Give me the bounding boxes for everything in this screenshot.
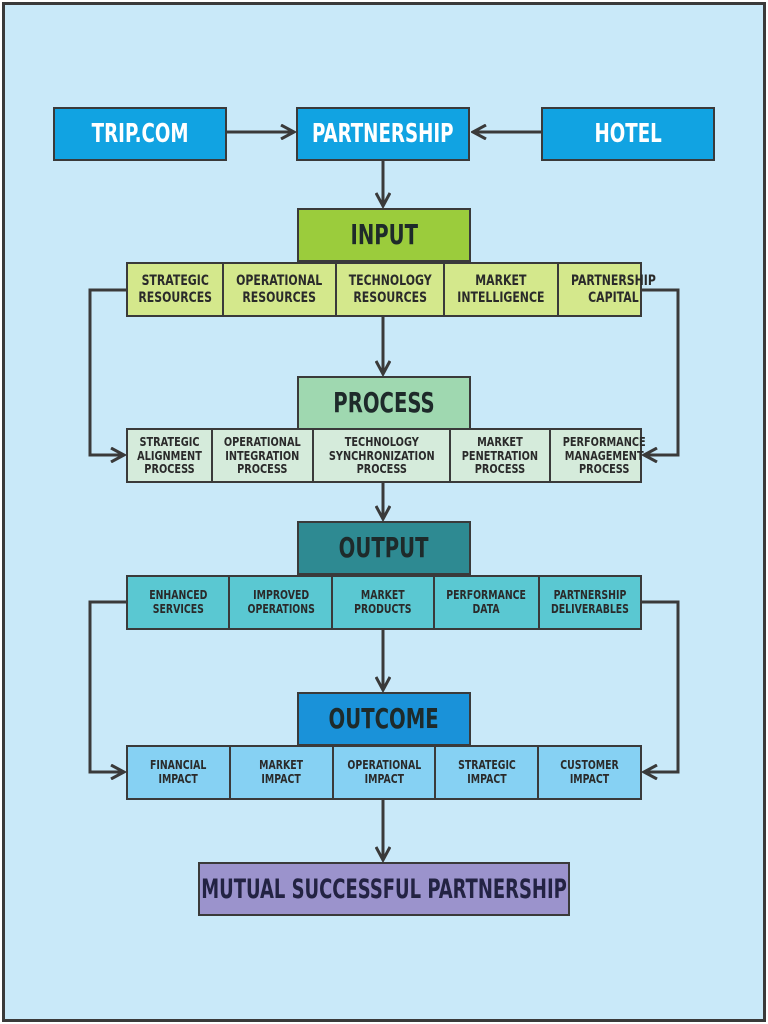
outcome-row: FINANCIAL IMPACT MARKET IMPACT OPERATION… — [126, 745, 642, 800]
outcome-cell-operational-impact: OPERATIONAL IMPACT — [334, 747, 437, 798]
outcome-title: OUTCOME — [328, 702, 440, 735]
process-cell-market-penetration: MARKET PENETRATION PROCESS — [451, 430, 551, 481]
final-outcome-label: MUTUAL SUCCESSFUL PARTNERSHIP — [201, 873, 567, 905]
output-cell-partnership-deliverables: PARTNERSHIP DELIVERABLES — [550, 587, 629, 616]
input-cell-strategic-resources: STRATEGIC RESOURCES — [128, 264, 225, 315]
output-cell-improved-operations: IMPROVED OPERATIONS — [230, 577, 333, 628]
final-outcome-box: MUTUAL SUCCESSFUL PARTNERSHIP — [198, 862, 570, 916]
hotel-box: HOTEL — [541, 107, 715, 161]
outcome-cell-strategic-impact: STRATEGIC IMPACT — [436, 747, 540, 798]
partnership-label: PARTNERSHIP — [312, 119, 454, 149]
output-cell-performance-data: PERFORMANCE DATA — [435, 577, 540, 628]
input-cell-market-intelligence: MARKET INTELLIGENCE — [445, 264, 559, 315]
input-header: INPUT — [297, 208, 471, 262]
input-cell-technology-resources: TECHNOLOGY RESOURCES — [337, 264, 446, 315]
outcome-cell-financial-impact: FINANCIAL IMPACT — [128, 747, 231, 798]
process-cell-technology-synchronization: TECHNOLOGY SYNCHRONIZATION PROCESS — [314, 430, 452, 481]
process-row: STRATEGIC ALIGNMENT PROCESS OPERATIONAL … — [126, 428, 646, 483]
input-cell-partnership-capital: PARTNERSHIP CAPITAL — [570, 273, 656, 306]
output-row: ENHANCED SERVICES IMPROVED OPERATIONS MA… — [126, 575, 642, 630]
outcome-cell-customer-impact: CUSTOMER IMPACT — [560, 757, 619, 786]
input-title: INPUT — [350, 218, 418, 251]
input-cell-operational-resources: OPERATIONAL RESOURCES — [224, 264, 337, 315]
process-title: PROCESS — [333, 386, 435, 419]
output-cell-enhanced-services: ENHANCED SERVICES — [128, 577, 231, 628]
input-row: STRATEGIC RESOURCES OPERATIONAL RESOURCE… — [126, 262, 656, 317]
trip-com-box: TRIP.COM — [53, 107, 227, 161]
output-cell-market-products: MARKET PRODUCTS — [333, 577, 436, 628]
trip-com-label: TRIP.COM — [91, 119, 189, 149]
output-header: OUTPUT — [297, 521, 471, 575]
output-title: OUTPUT — [339, 531, 429, 564]
process-cell-operational-integration: OPERATIONAL INTEGRATION PROCESS — [213, 430, 314, 481]
process-cell-strategic-alignment: STRATEGIC ALIGNMENT PROCESS — [128, 430, 213, 481]
partnership-box: PARTNERSHIP — [296, 107, 470, 161]
outcome-header: OUTCOME — [297, 692, 471, 746]
outcome-cell-market-impact: MARKET IMPACT — [231, 747, 334, 798]
hotel-label: HOTEL — [594, 119, 662, 149]
process-header: PROCESS — [297, 376, 471, 430]
process-cell-performance-management: PERFORMANCE MANAGEMENT PROCESS — [562, 434, 646, 477]
